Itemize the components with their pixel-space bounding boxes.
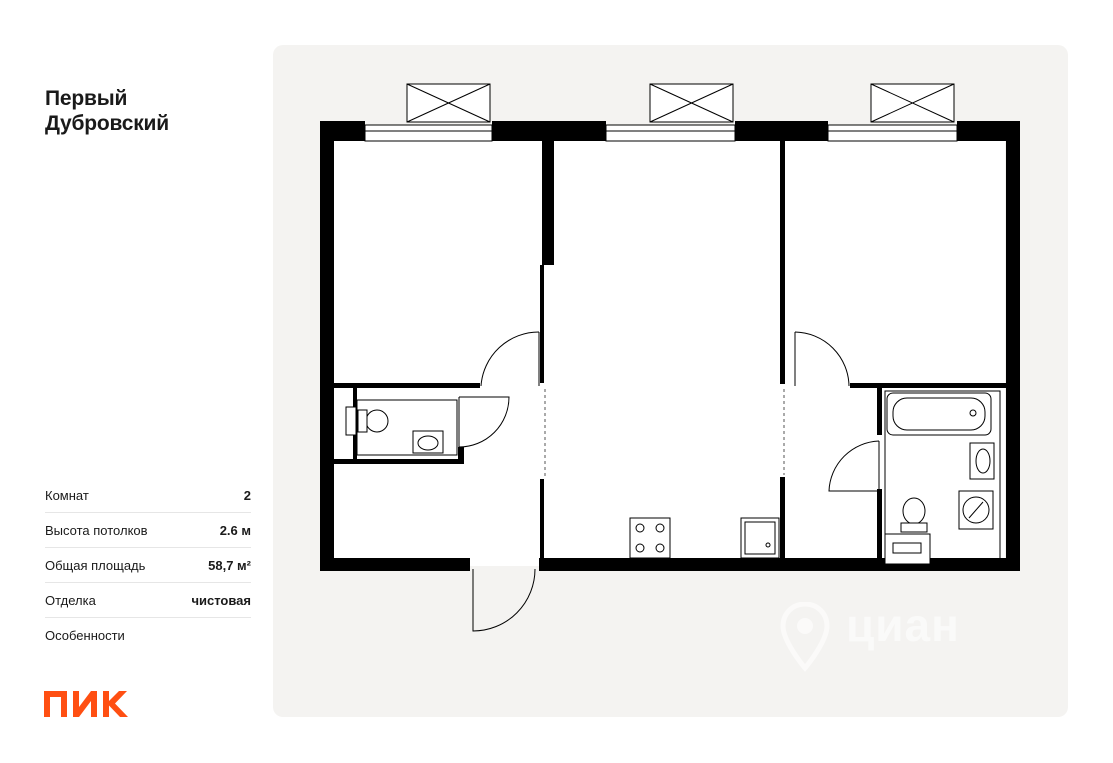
spec-row-finishing: Отделка чистовая — [45, 583, 251, 618]
apartment-interior — [333, 141, 1005, 566]
spec-value: 58,7 м² — [208, 557, 251, 573]
watermark-text: циан — [846, 599, 960, 651]
zone-separators — [544, 389, 785, 477]
bathtub-icon — [886, 392, 992, 436]
spec-label: Комнат — [45, 487, 89, 503]
washing-machine-icon — [958, 490, 994, 530]
spec-label: Особенности — [45, 628, 125, 643]
window-units — [406, 83, 955, 123]
bathroom-fixtures — [356, 390, 1001, 565]
project-title: Первый Дубровский — [45, 86, 169, 136]
toilet-icon — [900, 497, 928, 533]
spec-row-total-area: Общая площадь 58,7 м² — [45, 548, 251, 583]
stove-icon — [629, 517, 671, 559]
kitchen-sink-icon — [740, 517, 780, 559]
sink-icon — [969, 442, 995, 480]
spec-value: чистовая — [191, 592, 251, 608]
spec-value: 2 — [243, 487, 251, 503]
window-frames — [364, 124, 958, 142]
floor-plan — [320, 83, 1020, 632]
pik-logo — [44, 691, 128, 717]
spec-row-rooms: Комнат 2 — [45, 478, 251, 513]
sink-icon — [412, 430, 444, 454]
location-pin-icon — [780, 602, 830, 672]
spec-label: Общая площадь — [45, 557, 146, 573]
apartment-specs: Комнат 2 Высота потолков 2.6 м Общая пло… — [45, 478, 251, 653]
project-title-line1: Первый — [45, 87, 128, 110]
doors — [458, 331, 880, 632]
spec-label: Высота потолков — [45, 522, 148, 538]
spec-value: 2.6 м — [219, 522, 251, 538]
project-title-line2: Дубровский — [45, 112, 169, 135]
washstand-icon — [884, 533, 931, 565]
toilet-icon — [345, 406, 389, 436]
spec-row-features: Особенности — [45, 618, 251, 653]
spec-label: Отделка — [45, 592, 96, 608]
outer-walls — [320, 121, 1020, 571]
spec-row-ceiling-height: Высота потолков 2.6 м — [45, 513, 251, 548]
